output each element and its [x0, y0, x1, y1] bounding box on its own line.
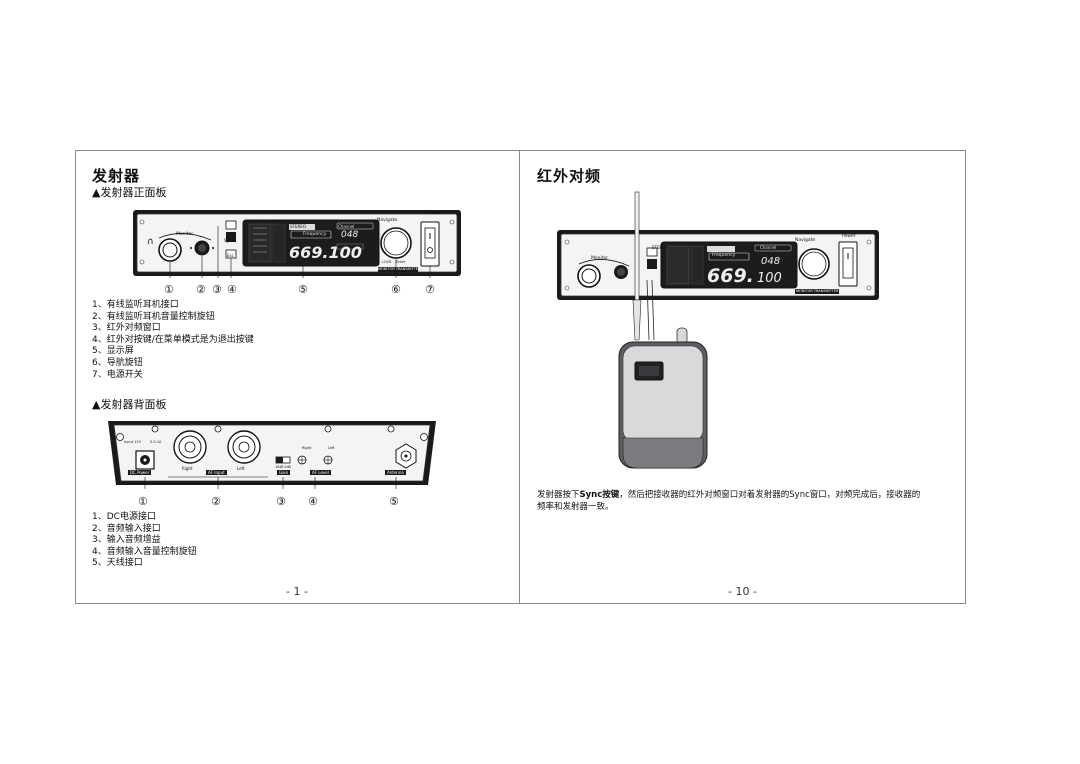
back-callout-5: ⑤ — [389, 495, 399, 508]
sync-button-emphasis: Sync按键 — [579, 490, 620, 500]
frequency-value: 669.100 — [289, 243, 362, 262]
power-label: Power — [426, 211, 440, 216]
esc-label: Esc — [227, 253, 234, 258]
page-number-left: - 1 - — [286, 585, 308, 598]
legend-item: 5、天线接口 — [92, 558, 143, 569]
front-callout-6: ⑥ — [391, 283, 401, 296]
navigate-label-right: Navigate — [795, 238, 816, 243]
legend-item: 2、音频输入接口 — [92, 523, 161, 534]
legend-item: 3、输入音频增益 — [92, 535, 161, 546]
legend-item: 5、显示屏 — [92, 346, 134, 357]
legend-item: 4、红外对按键/在菜单模式是为退出按键 — [92, 334, 254, 345]
right-input-label: Right — [182, 466, 193, 471]
channel-value: 048 — [341, 230, 359, 240]
model-label-right: MONITOR TRANSMITTER — [796, 289, 839, 293]
frequency-label: Frequency — [303, 232, 327, 237]
sync-label: Sync — [224, 238, 234, 243]
page-number-right: - 10 - — [728, 585, 757, 598]
legend-item: 3、红外对频窗口 — [92, 323, 161, 334]
front-callout-3: ③ — [212, 283, 222, 296]
pairing-instructions: 发射器按下Sync按键，然后把接收器的红外对频窗口对着发射器的Sync窗口，对频… — [537, 489, 927, 513]
ir-pairing-illustration: 669. 100 048 — [557, 191, 879, 469]
level-left-label: Left — [328, 446, 335, 450]
channel-label-right: Channel — [760, 245, 777, 250]
left-input-label: Left — [237, 466, 245, 471]
level-right-label: Right — [302, 446, 312, 450]
front-panel-heading: ▲发射器正面板 — [92, 186, 167, 199]
monitor-label-right: Monitor — [591, 256, 609, 261]
svg-text:100: 100 — [757, 271, 782, 286]
front-callout-5: ⑤ — [298, 283, 308, 296]
back-callout-4: ④ — [308, 495, 318, 508]
legend-item: 2、有线监听耳机音量控制旋钮 — [92, 311, 215, 322]
back-callout-3: ③ — [276, 495, 286, 508]
front-callout-2: ② — [196, 283, 206, 296]
page-divider — [519, 150, 520, 604]
front-panel-illustration: ∩ — [133, 210, 461, 278]
back-panel-legend: 1、DC电源接口 2、音频输入接口 3、输入音频增益 4、音频输入音量控制旋钮 … — [92, 512, 197, 570]
dc-power-label: DC Power — [128, 470, 152, 475]
legend-item: 7、电源开关 — [92, 369, 143, 380]
front-callout-4: ④ — [227, 283, 237, 296]
enter-label: Enter — [396, 260, 406, 264]
back-callout-1: ① — [138, 495, 148, 508]
instruction-text: ，然后把接收器的红外对频窗口对着发射器的Sync窗口，对频完成后，接收器的频率和… — [537, 490, 921, 512]
stereo-label: STEREO — [290, 224, 306, 229]
ir-pairing-title: 红外对频 — [537, 167, 602, 185]
current-spec-label: 0.5-1A — [150, 440, 162, 444]
input-spec-label: Input 12V — [124, 440, 142, 444]
svg-text:∩: ∩ — [147, 237, 154, 247]
back-panel-illustration — [108, 421, 436, 489]
channel-label: Channel — [338, 224, 355, 229]
frequency-label-right: Frequency — [712, 253, 736, 258]
antenna-label: Antenna — [385, 470, 406, 475]
stereo-label-right: STEREO — [652, 245, 668, 250]
af-input-label: AF Input — [206, 470, 227, 475]
navigate-label: Navigate — [377, 218, 398, 223]
back-panel-heading: ▲发射器背面板 — [92, 398, 167, 411]
back-callout-2: ② — [211, 495, 221, 508]
instruction-text: 发射器按下 — [537, 490, 580, 500]
legend-item: 6、导航旋钮 — [92, 357, 143, 368]
model-label: MONITOR TRANSMITTER — [378, 267, 421, 271]
af-level-label: AF Level — [310, 470, 331, 475]
front-callout-1: ① — [164, 283, 174, 296]
legend-item: 1、有线监听耳机接口 — [92, 300, 179, 310]
transmitter-title: 发射器 — [92, 167, 141, 185]
svg-text:048: 048 — [761, 256, 780, 267]
legend-item: 1、DC电源接口 — [92, 512, 156, 522]
gain-label: Gain — [277, 470, 291, 475]
gain-values-label: -10dB 0dB — [274, 465, 291, 469]
svg-text:669.: 669. — [707, 265, 754, 287]
monitor-label: Monitor — [176, 232, 194, 237]
front-panel-legend: 1、有线监听耳机接口 2、有线监听耳机音量控制旋钮 3、红外对频窗口 4、红外对… — [92, 300, 254, 381]
legend-item: 4、音频输入音量控制旋钮 — [92, 546, 197, 557]
power-label-right: Power — [842, 234, 856, 239]
lock-label: LOCK — [382, 260, 392, 264]
front-callout-7: ⑦ — [425, 283, 435, 296]
